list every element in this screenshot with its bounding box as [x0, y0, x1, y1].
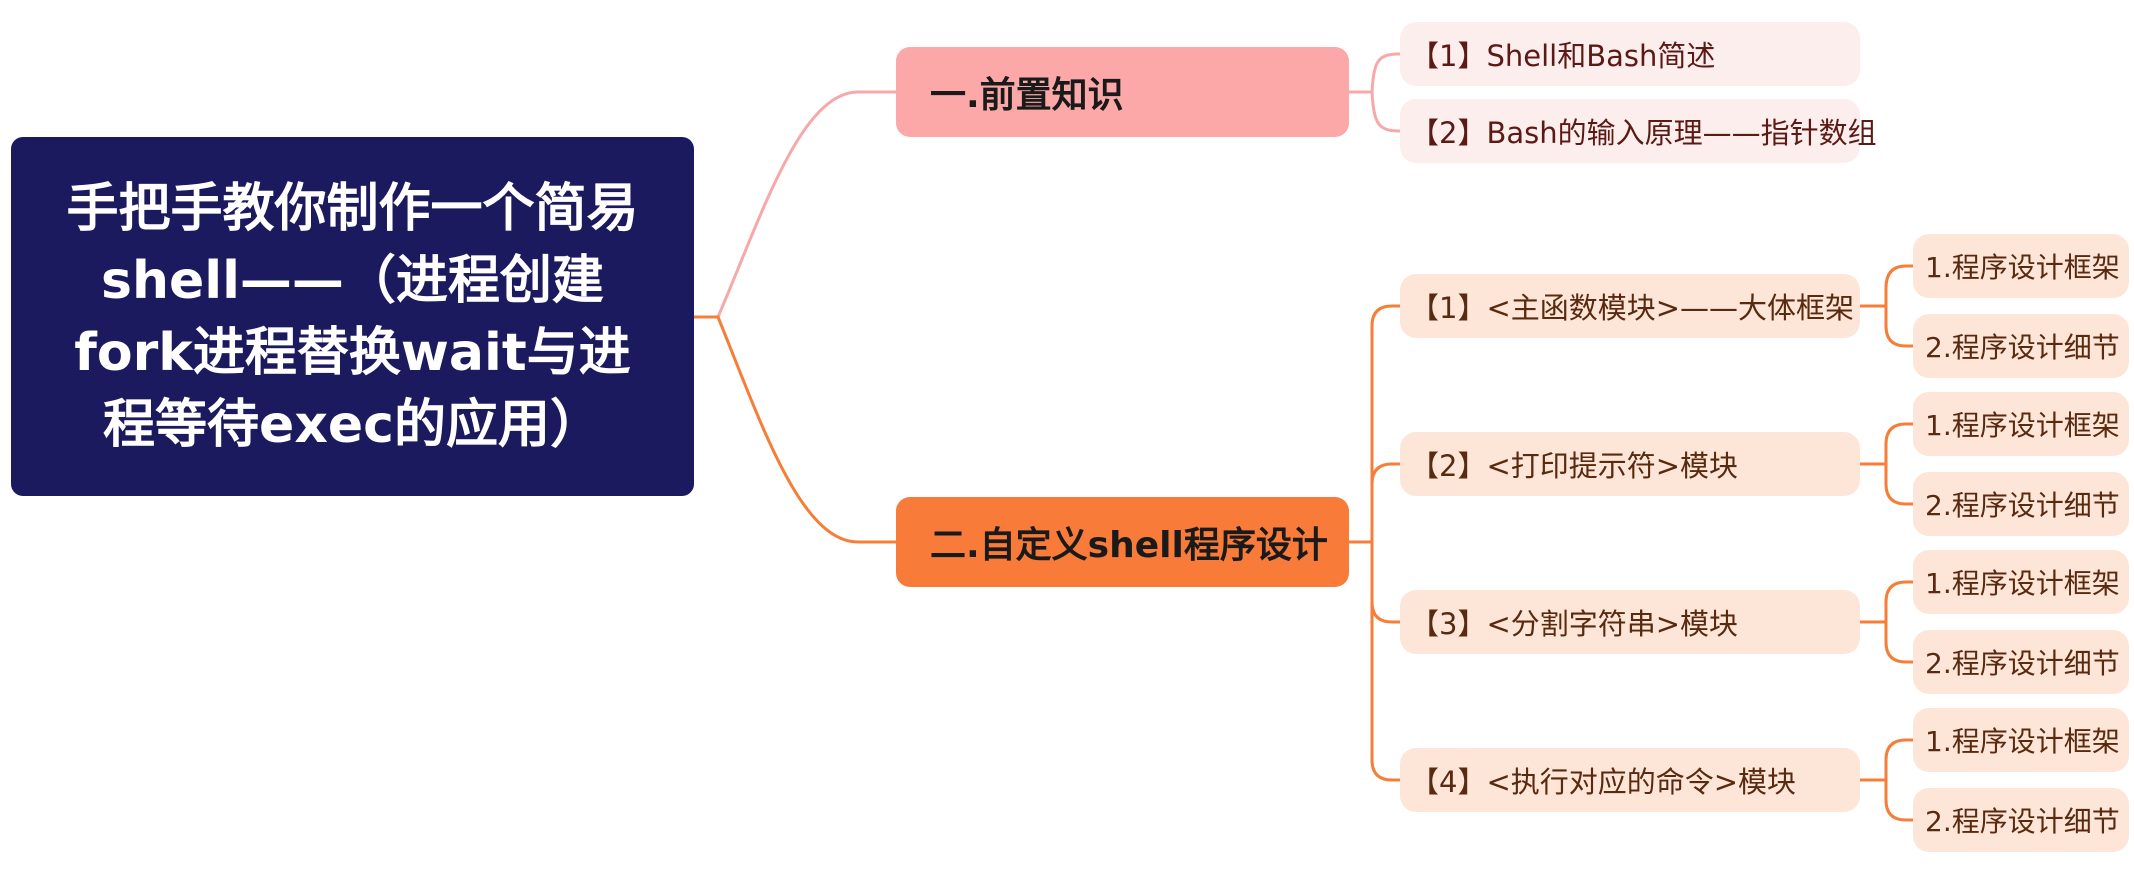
connector-sub-4-leaf-2	[1884, 780, 1913, 822]
leaf-label: 2.程序设计细节	[1925, 647, 2120, 680]
leaf-program-details[interactable]: 2.程序设计细节	[1913, 630, 2129, 694]
sub-shell-bash-intro[interactable]: 【1】Shell和Bash简述	[1400, 22, 1860, 86]
sub-bash-input-principle[interactable]: 【2】Bash的输入原理——指针数组	[1400, 99, 1877, 163]
leaf-label: 2.程序设计细节	[1925, 489, 2120, 522]
leaf-program-framework[interactable]: 1.程序设计框架	[1913, 708, 2129, 772]
sub-label: 【1】Shell和Bash简述	[1410, 39, 1716, 73]
connector-sub-1-leaf-2	[1884, 306, 1913, 348]
connector-sub-3-leaf-1	[1860, 580, 1913, 624]
leaf-program-framework[interactable]: 1.程序设计框架	[1913, 550, 2129, 614]
leaf-program-details[interactable]: 2.程序设计细节	[1913, 314, 2129, 378]
connector-branch-2-sub-1	[1370, 304, 1400, 542]
sub-label: 【2】Bash的输入原理——指针数组	[1410, 116, 1877, 150]
branch-label: 一.前置知识	[930, 75, 1124, 116]
connector-sub-1-leaf-1	[1860, 264, 1913, 308]
leaf-program-framework[interactable]: 1.程序设计框架	[1913, 234, 2129, 298]
connector-root-branch-2	[694, 315, 896, 544]
sub-execute-command-module[interactable]: 【4】<执行对应的命令>模块	[1400, 748, 1860, 812]
connector-branch-2-sub-3	[1370, 542, 1400, 624]
branch-label: 二.自定义shell程序设计	[930, 525, 1328, 566]
connector-sub-4-leaf-1	[1860, 738, 1913, 782]
leaf-label: 1.程序设计框架	[1925, 567, 2120, 600]
root-title: 手把手教你制作一个简易shell——（进程创建fork进程替换wait与进程等待…	[66, 178, 639, 455]
leaf-label: 2.程序设计细节	[1925, 331, 2120, 364]
sub-label: 【1】<主函数模块>——大体框架	[1410, 291, 1855, 325]
leaf-label: 2.程序设计细节	[1925, 805, 2120, 838]
branch-custom-shell-design[interactable]: 二.自定义shell程序设计	[896, 497, 1349, 587]
branch-prerequisites[interactable]: 一.前置知识	[896, 47, 1349, 137]
connector-sub-2-leaf-1	[1860, 422, 1913, 466]
root-node[interactable]: 手把手教你制作一个简易shell——（进程创建fork进程替换wait与进程等待…	[11, 137, 694, 496]
sub-label: 【4】<执行对应的命令>模块	[1410, 765, 1797, 799]
sub-print-prompt-module[interactable]: 【2】<打印提示符>模块	[1400, 432, 1860, 496]
sub-main-function-module[interactable]: 【1】<主函数模块>——大体框架	[1400, 274, 1860, 338]
connector-branch-2-sub-4	[1370, 602, 1400, 782]
leaf-label: 1.程序设计框架	[1925, 725, 2120, 758]
sub-label: 【2】<打印提示符>模块	[1410, 449, 1739, 483]
connector-sub-2-leaf-2	[1884, 464, 1913, 506]
connector-root-branch-1	[694, 90, 896, 319]
leaf-program-framework[interactable]: 1.程序设计框架	[1913, 392, 2129, 456]
connector-branch-1-sub-1	[1349, 52, 1401, 94]
connector-branch-2-sub-2	[1370, 462, 1400, 485]
sub-split-string-module[interactable]: 【3】<分割字符串>模块	[1400, 590, 1860, 654]
connector-sub-3-leaf-2	[1884, 622, 1913, 664]
sub-label: 【3】<分割字符串>模块	[1410, 607, 1739, 641]
leaf-label: 1.程序设计框架	[1925, 409, 2120, 442]
leaf-label: 1.程序设计框架	[1925, 251, 2120, 284]
leaf-program-details[interactable]: 2.程序设计细节	[1913, 788, 2129, 852]
connector-branch-1-sub-2	[1370, 91, 1401, 133]
leaf-program-details[interactable]: 2.程序设计细节	[1913, 472, 2129, 536]
